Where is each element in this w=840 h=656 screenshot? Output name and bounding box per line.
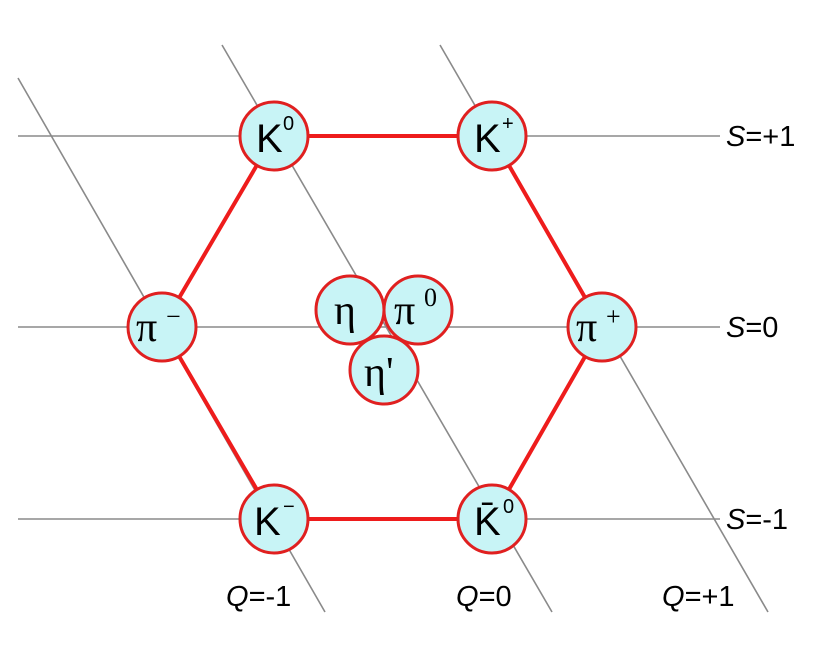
strangeness-label-0: S=0 [726, 312, 778, 344]
charge-label-0: Q=0 [456, 581, 512, 613]
particle-superscript: + [606, 302, 621, 331]
particle-kminus: K − [238, 483, 310, 555]
particle-symbol: K̄ [474, 500, 501, 544]
particle-superscript: + [502, 113, 514, 135]
charge-label-plus1: Q=+1 [662, 581, 735, 613]
particle-superscript: 0 [424, 283, 437, 312]
particle-symbol: π [394, 288, 415, 334]
particle-symbol: K [474, 117, 501, 161]
particle-symbol: K [254, 500, 281, 544]
strangeness-label-minus1: S=-1 [726, 504, 788, 536]
particle-k0: K 0 [238, 100, 310, 172]
particle-eta: η [314, 274, 386, 346]
particle-symbol: K [256, 117, 283, 161]
particle-superscript: − [283, 496, 295, 518]
particle-piminus: π − [126, 291, 198, 363]
particle-k0bar: K̄ 0 [456, 483, 528, 555]
particle-pi0: π 0 [382, 274, 454, 346]
particle-etaprime: η' [348, 334, 420, 406]
particle-superscript: 0 [283, 113, 294, 135]
particle-superscript: − [166, 302, 181, 331]
particle-piplus: π + [566, 291, 638, 363]
charge-label-minus1: Q=-1 [226, 581, 291, 613]
particle-symbol: η' [364, 350, 394, 396]
particle-superscript: 0 [503, 496, 514, 518]
particle-symbol: π [576, 305, 597, 351]
particle-kplus: K + [456, 100, 528, 172]
particle-symbol: η [334, 288, 356, 334]
strangeness-label-plus1: S=+1 [726, 121, 795, 153]
particle-symbol: π [136, 305, 157, 351]
